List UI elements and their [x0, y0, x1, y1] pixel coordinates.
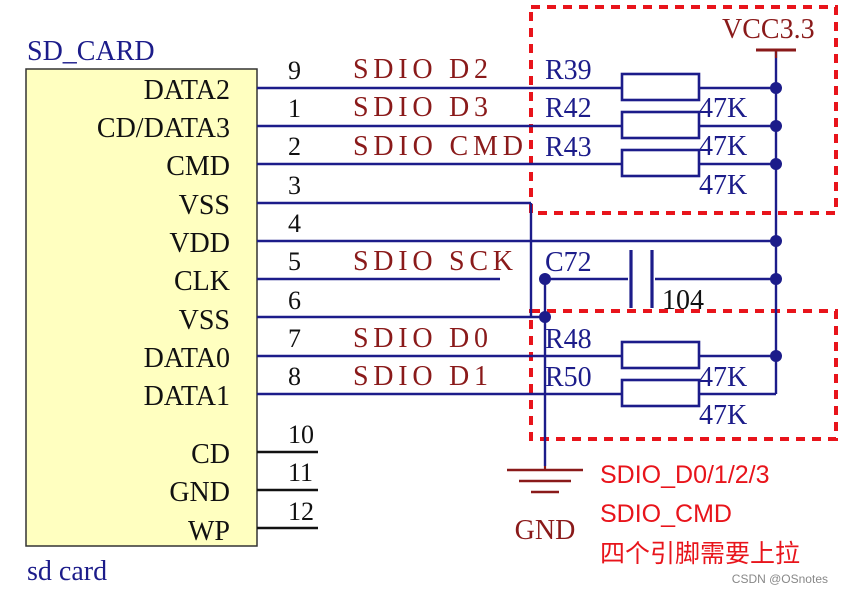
pin-number: 8	[288, 362, 301, 391]
pin-name: VSS	[179, 305, 230, 336]
resistor-ref: R42	[545, 93, 592, 124]
pin-name: CD	[191, 439, 230, 470]
resistor-body	[620, 72, 701, 102]
resistor-ref: R43	[545, 132, 592, 163]
pin-name: DATA2	[144, 75, 230, 106]
wires	[257, 50, 778, 466]
pin-names: DATA2 CD/DATA3 CMD VSS VDD CLK VSS DATA0…	[97, 75, 230, 547]
pin-number: 9	[288, 56, 301, 85]
pin-stubs	[257, 450, 318, 530]
resistor-labels: R39 R42 R43 R48 R50 47K 47K 47K 47K 47K	[545, 55, 747, 431]
vcc-label: VCC3.3	[722, 14, 815, 45]
net-label: SDIO D0	[353, 323, 488, 354]
junction-dot	[539, 273, 551, 285]
junction-dot	[539, 311, 551, 323]
resistor-value: 47K	[699, 170, 747, 201]
net-labels: SDIO D2 SDIO D3 SDIO CMD SDIO SCK SDIO D…	[353, 54, 523, 392]
net-label: SDIO D2	[353, 54, 488, 85]
junction-dot	[770, 235, 782, 247]
capacitor-c72: C72 104	[545, 247, 704, 316]
resistor-body	[620, 340, 701, 370]
pullup-annotation: SDIO_D0/1/2/3 SDIO_CMD 四个引脚需要上拉	[600, 461, 800, 568]
resistor-ref: R48	[545, 324, 592, 355]
gnd-label: GND	[515, 515, 576, 546]
resistor-body	[620, 378, 701, 408]
pullup-highlight-top	[529, 5, 838, 215]
resistor-value: 47K	[699, 93, 747, 124]
pin-name: CD/DATA3	[97, 113, 230, 144]
net-label: SDIO CMD	[353, 131, 523, 162]
pin-name: CMD	[166, 151, 230, 182]
vcc-power-symbol: VCC3.3	[722, 14, 815, 58]
pin-name: WP	[188, 516, 230, 547]
pullup-highlight-bottom	[529, 309, 838, 441]
pin-number: 5	[288, 247, 301, 276]
junction-dot	[770, 82, 782, 94]
resistor-body	[620, 110, 701, 140]
pin-number: 2	[288, 132, 301, 161]
pin-numbers: 9 1 2 3 4 5 6 7 8 10 11 12	[288, 56, 314, 526]
net-label: SDIO D3	[353, 92, 488, 123]
component-title: SD_CARD	[27, 36, 155, 67]
sd-card-body	[25, 68, 258, 547]
junction-dot	[770, 120, 782, 132]
resistor-ref: R50	[545, 362, 592, 393]
capacitor-value: 104	[662, 285, 704, 316]
junction-dot	[770, 273, 782, 285]
resistors	[620, 72, 701, 408]
pin-number: 7	[288, 324, 301, 353]
component-footer: sd card	[27, 556, 107, 587]
pin-number: 10	[288, 420, 314, 449]
junctions	[539, 82, 782, 362]
pin-name: DATA0	[144, 343, 230, 374]
resistor-body	[620, 148, 701, 178]
pin-number: 4	[288, 209, 301, 238]
pin-number: 1	[288, 94, 301, 123]
pin-name: VSS	[179, 190, 230, 221]
resistor-value: 47K	[699, 131, 747, 162]
junction-dot	[770, 350, 782, 362]
junction-dot	[770, 158, 782, 170]
gnd-symbol: GND	[507, 466, 583, 546]
pin-number: 11	[288, 458, 313, 487]
pin-name: GND	[169, 477, 230, 508]
resistor-value: 47K	[699, 362, 747, 393]
net-label: SDIO SCK	[353, 246, 513, 277]
pin-name: VDD	[169, 228, 230, 259]
watermark: CSDN @OSnotes	[732, 572, 828, 586]
resistor-value: 47K	[699, 400, 747, 431]
annotation-line: SDIO_D0/1/2/3	[600, 461, 770, 489]
annotation-line: SDIO_CMD	[600, 500, 732, 528]
pin-name: CLK	[174, 266, 230, 297]
pin-number: 12	[288, 497, 314, 526]
net-label: SDIO D1	[353, 361, 488, 392]
resistor-ref: R39	[545, 55, 592, 86]
pin-number: 6	[288, 286, 301, 315]
pin-name: DATA1	[144, 381, 230, 412]
capacitor-ref: C72	[545, 247, 592, 278]
pin-number: 3	[288, 171, 301, 200]
annotation-line: 四个引脚需要上拉	[600, 540, 800, 568]
